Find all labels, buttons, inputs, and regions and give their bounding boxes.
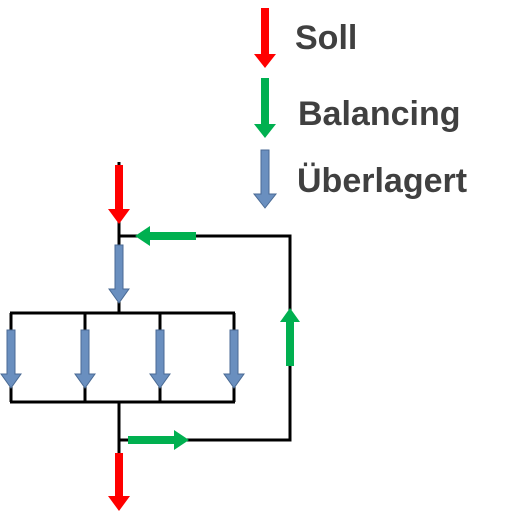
balancing-return-arrow-icon [135,226,196,246]
ueberlagert-legend-arrow-icon [252,149,278,209]
legend-soll: Soll [254,8,357,68]
ueberlagert-branch-arrow-1-icon [0,329,22,389]
ueberlagert-main-arrow-icon [108,244,130,304]
soll-legend-arrow-icon [254,8,276,68]
legend-balancing: Balancing [254,78,460,138]
soll-output-arrow-icon [108,453,130,511]
balancing-up-arrow-icon [280,308,300,366]
ueberlagert-branch-arrow-4-icon [223,329,245,389]
legend-balancing-label: Balancing [298,95,460,133]
wiring [9,162,292,455]
ueberlagert-branch-arrow-3-icon [149,329,171,389]
feedback-loop-line [119,234,292,442]
legend-ueberlagert: Überlagert [252,149,467,209]
soll-input-arrow-icon [108,165,130,224]
ueberlagert-branch-arrow-2-icon [74,329,96,389]
balancing-legend-arrow-icon [254,78,276,138]
balancing-out-arrow-icon [128,430,189,450]
legend: Soll Balancing Überlagert [252,8,467,209]
legend-ueberlagert-label: Überlagert [297,162,467,200]
legend-soll-label: Soll [295,19,357,57]
